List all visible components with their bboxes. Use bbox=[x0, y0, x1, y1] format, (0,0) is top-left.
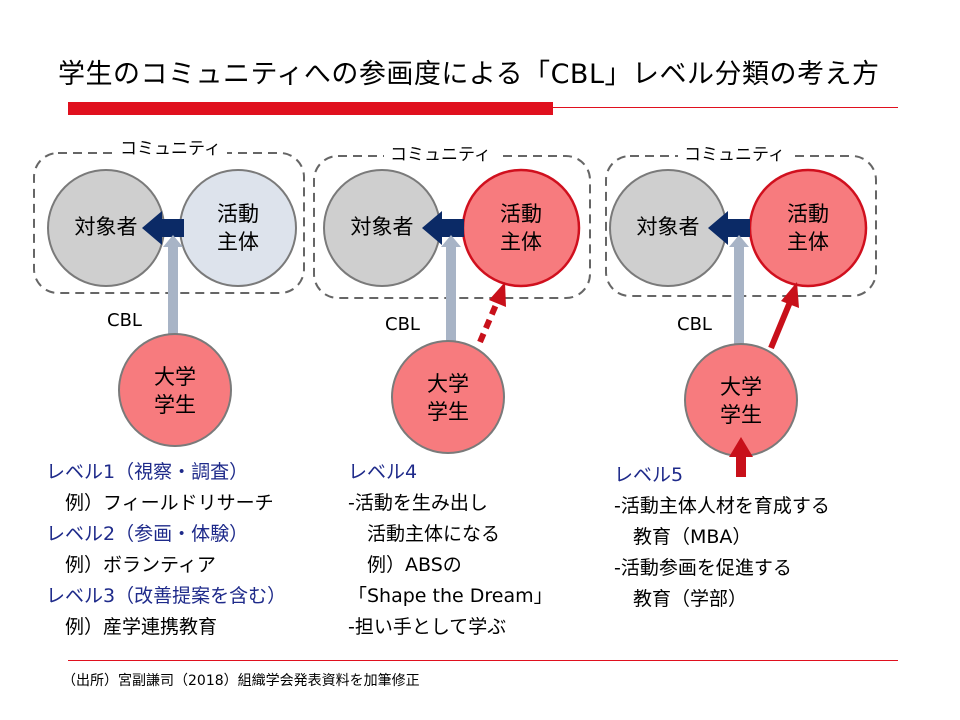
level-4-line: 例）ABSの bbox=[348, 554, 462, 576]
actor-label: 活動 主体 bbox=[217, 202, 259, 254]
level-5-heading: レベル5 bbox=[614, 464, 684, 486]
level-2-example: 例）ボランティア bbox=[46, 554, 216, 576]
dashed-red-arrow bbox=[477, 298, 501, 344]
target-label: 対象者 bbox=[74, 215, 138, 239]
cbl-label: CBL bbox=[107, 310, 142, 331]
student-circle bbox=[118, 333, 232, 447]
target-label: 対象者 bbox=[636, 215, 700, 239]
level-4-line: 活動主体になる bbox=[348, 523, 501, 545]
student-label: 大学 学生 bbox=[720, 375, 762, 427]
level-2-heading: レベル2（参画・体験） bbox=[46, 523, 249, 545]
level-3-heading: レベル3（改善提案を含む） bbox=[46, 585, 287, 607]
cbl-gray-arrow bbox=[441, 235, 461, 345]
level-4-line: -活動を生み出し bbox=[348, 492, 488, 514]
cbl-label: CBL bbox=[677, 314, 712, 335]
levels-right-column: レベル5 -活動主体人材を育成する 教育（MBA） -活動参画を促進する 教育（… bbox=[614, 460, 830, 615]
actor-label: 活動 主体 bbox=[787, 202, 829, 254]
solid-red-arrow bbox=[768, 300, 793, 350]
solid-red-arrowhead bbox=[781, 282, 799, 308]
level-5-line: -活動主体人材を育成する bbox=[614, 495, 830, 517]
student-circle bbox=[391, 340, 505, 454]
student-label: 大学 学生 bbox=[154, 365, 196, 417]
cbl-gray-arrow bbox=[729, 235, 749, 345]
cbl-gray-arrow bbox=[163, 235, 183, 335]
level-4-line: -担い手として学ぶ bbox=[348, 616, 507, 638]
navy-arrow bbox=[422, 211, 464, 245]
level-4-line: 「Shape the Dream」 bbox=[348, 585, 553, 607]
level-5-line: -活動参画を促進する bbox=[614, 557, 792, 579]
target-label: 対象者 bbox=[350, 215, 414, 239]
cbl-label: CBL bbox=[385, 314, 420, 335]
community-label: コミュニティ bbox=[384, 140, 497, 165]
dashed-red-arrowhead bbox=[489, 282, 506, 307]
actor-label: 活動 主体 bbox=[500, 202, 542, 254]
bottom-red-arrow bbox=[736, 455, 746, 477]
bottom-red-arrowhead bbox=[729, 437, 753, 457]
levels-left-column: レベル1（視察・調査） 例）フィールドリサーチ レベル2（参画・体験） 例）ボラ… bbox=[46, 457, 286, 643]
community-label: コミュニティ bbox=[114, 134, 227, 159]
page-title: 学生のコミュニティへの参画度による「CBL」レベル分類の考え方 bbox=[58, 59, 880, 90]
level-4-heading: レベル4 bbox=[348, 461, 418, 483]
level-5-line: 教育（学部） bbox=[614, 588, 748, 610]
footer-divider bbox=[68, 660, 898, 661]
level-3-example: 例）産学連携教育 bbox=[46, 616, 218, 638]
diagram-2 bbox=[313, 155, 591, 454]
source-note: （出所）宮副謙司（2018）組織学会発表資料を加筆修正 bbox=[62, 673, 420, 689]
level-1-heading: レベル1（視察・調査） bbox=[46, 461, 249, 483]
community-label: コミュニティ bbox=[678, 140, 791, 165]
student-label: 大学 学生 bbox=[427, 372, 469, 424]
title-underline-bar bbox=[68, 102, 553, 115]
level-5-line: 教育（MBA） bbox=[614, 526, 752, 548]
diagram-1 bbox=[33, 152, 305, 447]
level-1-example: 例）フィールドリサーチ bbox=[46, 492, 274, 514]
title-underline-line bbox=[68, 107, 898, 108]
diagram-3 bbox=[605, 155, 877, 477]
levels-middle-column: レベル4 -活動を生み出し 活動主体になる 例）ABSの 「Shape the … bbox=[348, 457, 553, 643]
